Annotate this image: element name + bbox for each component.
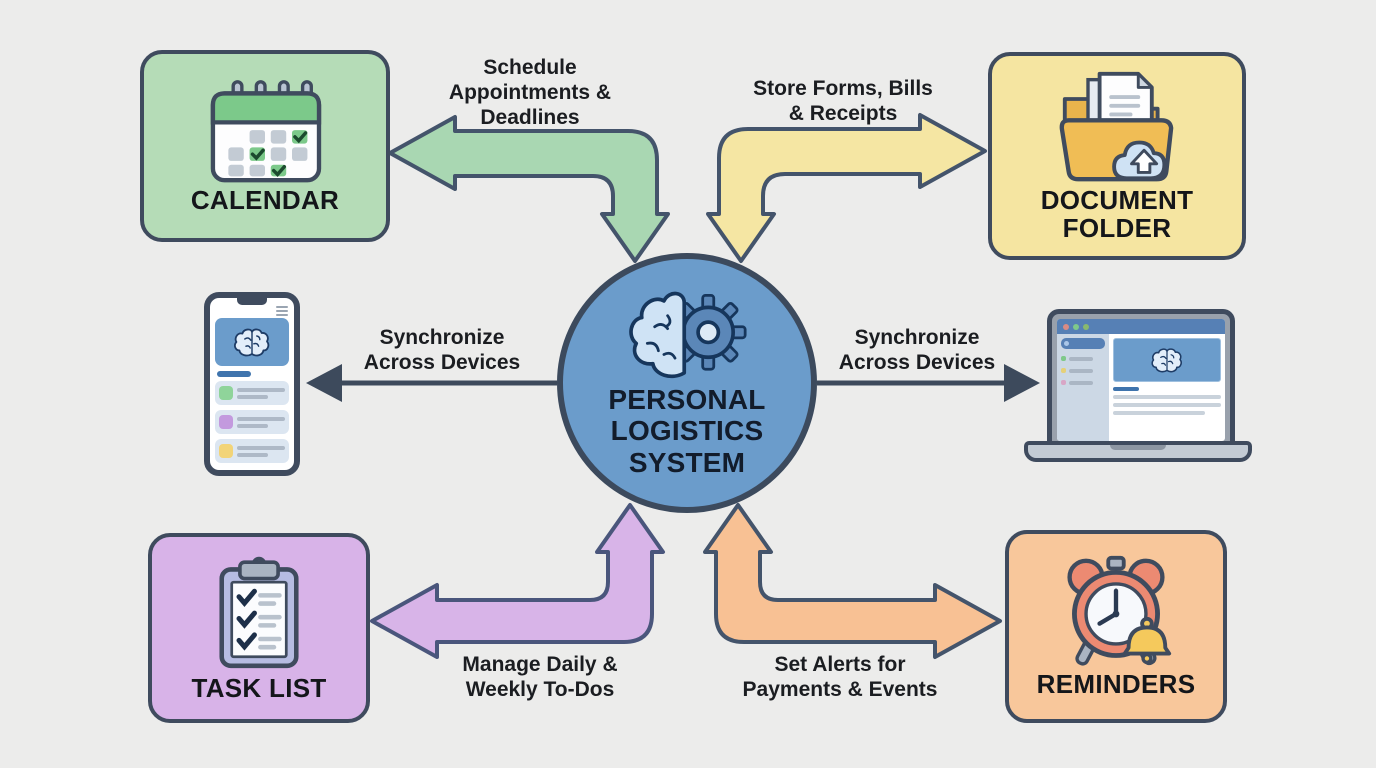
green-dot: [1073, 323, 1079, 330]
sync-laptop-arrow: [817, 364, 1040, 402]
green-chip: [219, 386, 233, 400]
phone-list-item: [215, 439, 289, 463]
task-list-node: TASK LIST: [148, 533, 370, 723]
alerts-connection-label: Set Alerts for Payments & Events: [742, 653, 938, 702]
yellow-chip: [219, 444, 233, 458]
calendar-arrow: [388, 115, 670, 263]
task-list-label: TASK LIST: [191, 672, 327, 703]
sync-laptop-label: Synchronize Across Devices: [838, 326, 996, 375]
reminders-node: REMINDERS: [1005, 530, 1227, 723]
task-list-arrow: [370, 503, 665, 659]
brain-icon: [234, 327, 270, 357]
alarm-clock-bell-icon: [1067, 556, 1172, 667]
sync-phone-label: Synchronize Across Devices: [363, 326, 521, 375]
personal-logistics-system-hub: PERSONAL LOGISTICS SYSTEM: [557, 253, 817, 513]
sync-phone-arrow: [306, 364, 557, 402]
laptop-brain-card: [1113, 338, 1221, 382]
purple-chip: [219, 415, 233, 429]
document-folder-label: DOCUMENT FOLDER: [1040, 184, 1194, 243]
phone-notch: [237, 298, 267, 305]
hamburger-menu-icon: [276, 306, 288, 316]
brain-gear-icon: [629, 291, 747, 378]
laptop-sidebar: [1057, 334, 1109, 441]
green-dot: [1083, 323, 1089, 330]
calendar-node: CALENDAR: [140, 50, 390, 242]
red-dot: [1063, 323, 1069, 330]
folder-cloud-upload-icon: [1059, 71, 1174, 182]
smartphone-icon: [204, 292, 300, 476]
phone-brain-card: [215, 318, 289, 366]
store-connection-label: Store Forms, Bills & Receipts: [753, 77, 933, 126]
reminders-arrow: [703, 503, 1002, 659]
brain-icon: [1151, 347, 1183, 373]
document-folder-arrow: [706, 113, 987, 263]
phone-list-item: [215, 381, 289, 405]
laptop-base: [1024, 441, 1252, 462]
laptop-main-panel: [1109, 334, 1225, 441]
schedule-connection-label: Schedule Appointments & Deadlines: [448, 56, 612, 130]
calendar-checks-icon: [210, 80, 322, 183]
phone-list-item: [215, 410, 289, 434]
calendar-label: CALENDAR: [190, 184, 340, 215]
reminders-label: REMINDERS: [1036, 669, 1196, 700]
phone-progress-bar: [217, 371, 251, 377]
document-folder-node: DOCUMENT FOLDER: [988, 52, 1246, 260]
center-title: PERSONAL LOGISTICS SYSTEM: [608, 383, 766, 478]
clipboard-checklist-icon: [219, 556, 299, 669]
active-nav-pill: [1061, 338, 1105, 349]
manage-connection-label: Manage Daily & Weekly To-Dos: [462, 653, 618, 702]
laptop-icon: [1047, 309, 1235, 451]
laptop-titlebar: [1057, 319, 1225, 334]
